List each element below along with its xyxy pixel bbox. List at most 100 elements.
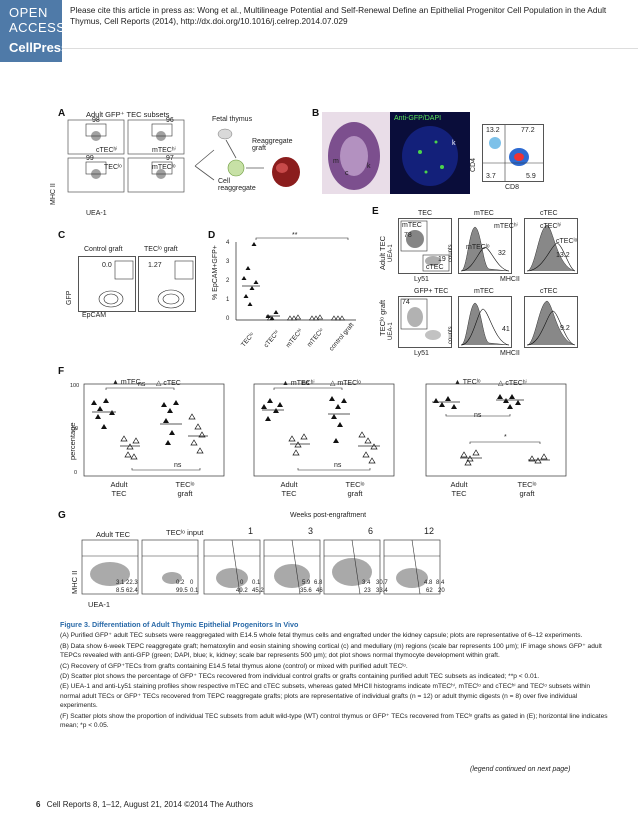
g-v4-1: 30.7	[376, 580, 388, 586]
citation-box: Please cite this article in press as: Wo…	[62, 0, 638, 49]
e-v78: 78	[404, 232, 412, 239]
f-leg2b: △ mTECˡᵒ	[330, 380, 361, 387]
g-v0-3: 62.4	[126, 588, 138, 594]
f-graft-1: TECˡᵒ graft	[175, 480, 195, 498]
b-stain: Anti-GFP/DAPI	[394, 115, 442, 122]
g-v4-3: 33.4	[376, 588, 388, 594]
g-v2-0: 0	[240, 580, 244, 586]
g-xlabel: UEA-1	[88, 600, 111, 609]
f-ns-5: ns	[474, 412, 482, 419]
c-title1: Control graft	[84, 246, 123, 253]
b-xlabel: CD8	[505, 184, 520, 191]
g-v1-0: 0.2	[176, 580, 185, 586]
e-ctec-hist	[524, 218, 578, 274]
g-v3-0: 5.9	[302, 580, 311, 586]
e-row1: Adult TEC	[378, 235, 387, 270]
b-cd4cd8-plot	[482, 124, 544, 182]
g-v2-2: 49.2	[236, 588, 248, 594]
d-ytick-2: 2	[226, 278, 230, 284]
e-ctechi: cTECʰⁱ	[540, 223, 562, 230]
g-w1: 1	[248, 526, 254, 536]
caption-c: (C) Recovery of GFP⁺TECs from grafts con…	[60, 662, 408, 670]
e-v19: 19	[438, 256, 446, 263]
g-input: TECˡᵒ input	[166, 528, 204, 537]
caption-d: (D) Scatter plot shows the percentage of…	[60, 673, 540, 681]
d-sig: **	[292, 232, 298, 239]
f-scatter-group	[70, 374, 622, 504]
f-ns-4: ns	[334, 462, 342, 469]
d-scatter	[228, 236, 358, 346]
f-ytick-10: 100	[70, 383, 80, 389]
panel-c-label: C	[58, 230, 66, 241]
a-q2: 96	[166, 117, 174, 124]
d-ytick-0: 0	[226, 316, 230, 322]
e-row2: TECˡᵒ graft	[378, 299, 387, 336]
e-mteclo: mTECˡᵒ	[466, 244, 490, 251]
badge-access: ACCESS	[9, 20, 66, 35]
panel-a-flow-grid	[66, 118, 186, 198]
open-access-badge: OPEN ACCESS CellPress	[0, 0, 68, 62]
panel-a-label: A	[58, 108, 66, 119]
panel-b-label: B	[312, 108, 320, 119]
f-graft-3: TECˡᵒ graft	[517, 480, 537, 498]
journal-info: Cell Reports 8, 1–12, August 21, 2014 ©2…	[46, 800, 254, 809]
f-ns-1: ns	[138, 381, 146, 388]
e-v92: 9.2	[560, 325, 570, 332]
a-q3: 99	[86, 155, 94, 162]
e-ctec-in: cTEC	[426, 264, 444, 271]
a-xlabel: UEA-1	[86, 210, 107, 217]
d-ytick-3: 3	[226, 259, 230, 265]
b-k: k	[367, 163, 371, 170]
page-footer: 6 Cell Reports 8, 1–12, August 21, 2014 …	[36, 800, 253, 809]
g-v3-3: 46	[316, 588, 323, 594]
f-adult-1: Adult TEC	[110, 480, 128, 498]
f-star: *	[504, 434, 507, 441]
f-leg1a: ▲ mTEC	[112, 379, 141, 386]
e-gfptec: GFP+ TEC	[414, 288, 449, 295]
b-ylabel: CD4	[470, 157, 477, 172]
g-v3-2: 35.6	[300, 588, 312, 594]
c-xlabel: EpCAM	[82, 312, 107, 319]
b-if-image	[390, 112, 470, 194]
figure-caption: Figure 3. Differentiation of Adult Thymi…	[60, 620, 608, 731]
f-ns-3: ns	[302, 380, 310, 387]
caption-title: Figure 3. Differentiation of Adult Thymi…	[60, 620, 299, 629]
b-k2: k	[452, 140, 456, 147]
e-graft-mtec-hist	[458, 296, 512, 348]
b-q-br: 5.9	[526, 173, 536, 180]
b-m: m	[333, 158, 339, 165]
g-v5-3: 20	[438, 588, 445, 594]
citation-text: Please cite this article in press as: Wo…	[70, 5, 607, 26]
a-q4: 97	[166, 155, 174, 162]
g-v2-1: 0.1	[252, 580, 261, 586]
panel-a-title: Adult GFP⁺ TEC subsets	[86, 110, 170, 119]
b-he-image	[322, 112, 390, 194]
g-v5-0: 4.8	[424, 580, 433, 586]
legend-continued: (legend continued on next page)	[470, 766, 571, 773]
g-plots	[80, 538, 460, 598]
f-leg2a: ▲ mTECʰⁱ	[282, 380, 315, 387]
g-adult: Adult TEC	[96, 530, 131, 539]
c-ylabel: GFP	[66, 290, 73, 305]
g-ylabel: MHC II	[70, 570, 79, 594]
e-adult-dotplot	[398, 218, 452, 274]
f-ns-2: ns	[174, 462, 182, 469]
f-leg1b: △ cTEC	[156, 380, 181, 387]
cellpress-logo: CellPress	[9, 40, 69, 55]
b-q-tr: 77.2	[521, 127, 535, 134]
g-v2-3: 45.2	[252, 588, 264, 594]
e-mtec-in: mTEC	[402, 222, 422, 229]
f-graft-2: TECˡᵒ graft	[345, 480, 365, 498]
d-ylabel: % EpCAM+GFP+	[212, 245, 219, 300]
g-w3: 3	[308, 526, 314, 536]
e-graft-dotplot	[398, 296, 452, 348]
g-v1-2: 99.5	[176, 588, 188, 594]
e-ctec: cTEC	[540, 210, 558, 217]
f-adult-3: Adult TEC	[450, 480, 468, 498]
g-v1-3: 0.1	[190, 588, 199, 594]
c-title2: TECˡᵒ graft	[144, 246, 178, 253]
c-v2: 1.27	[148, 262, 162, 269]
g-v0-2: 8.5	[116, 588, 125, 594]
g-v0-0: 3.1	[116, 580, 125, 586]
e-counts-2: counts	[448, 326, 454, 344]
